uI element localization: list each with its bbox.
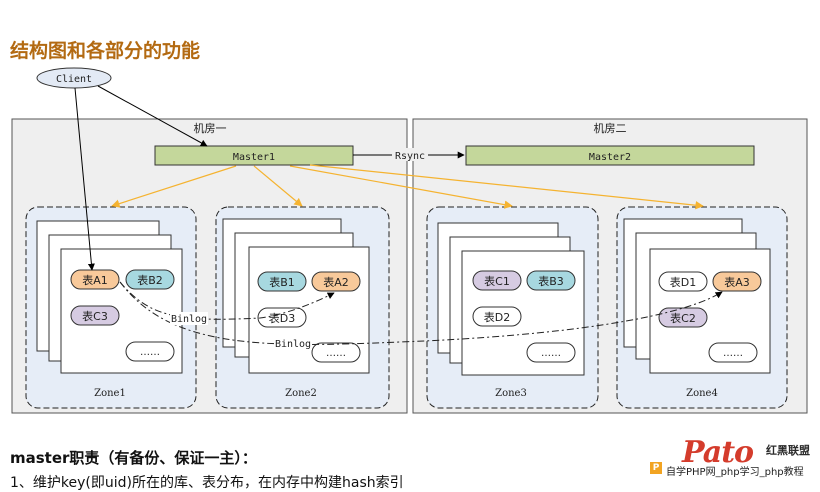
site-watermark: Pato 红黑联盟 P 自学PHP网_php学习_php教程	[650, 435, 820, 483]
table-label: 表D2	[484, 310, 510, 324]
binlog-curve-2	[119, 281, 723, 345]
distribution-arrow	[253, 165, 303, 207]
more-label: ……	[723, 348, 743, 359]
more-pill	[526, 342, 576, 363]
rsync-label: Rsync	[395, 151, 425, 162]
master-1-label: Master1	[233, 152, 275, 163]
table-pill	[526, 270, 576, 291]
table-pill	[658, 307, 708, 328]
more-pill	[708, 342, 758, 363]
master-2-box	[465, 145, 755, 166]
client-to-master-arrow	[97, 85, 208, 147]
client-label: Client	[56, 74, 92, 85]
architecture-diagram: 机房一 机房二 Master1 Master2 Rsync Zone1 Zone…	[11, 67, 808, 414]
table-label: 表C3	[82, 309, 108, 323]
zone-1-label: Zone1	[94, 388, 126, 399]
table-label: 表A3	[724, 275, 750, 289]
section-heading: master职责（有备份、保证一主）：	[10, 449, 257, 467]
table-label: 表D3	[269, 311, 295, 325]
binlog-label-bg	[170, 312, 208, 325]
table-pill	[125, 269, 175, 290]
table-label: 表B2	[137, 273, 163, 287]
table-pill	[311, 271, 361, 292]
table-pill	[257, 307, 307, 328]
distribution-arrow	[111, 165, 237, 208]
room-2-label: 机房二	[594, 121, 627, 135]
distribution-arrow	[289, 165, 513, 209]
table-label: 表D1	[670, 275, 696, 289]
watermark-tagline: 自学PHP网_php学习_php教程	[666, 463, 804, 478]
table-pill	[70, 305, 120, 326]
table-pill	[257, 271, 307, 292]
more-label: ……	[326, 348, 346, 359]
table-label: 表B3	[538, 274, 564, 288]
page-title: 结构图和各部分的功能	[10, 40, 201, 62]
table-pill	[712, 271, 762, 292]
room-1-label: 机房一	[194, 121, 227, 135]
more-pill	[125, 341, 175, 362]
table-label: 表A2	[323, 275, 349, 289]
table-pill	[472, 270, 522, 291]
more-pill	[311, 342, 361, 363]
zone-3-label: Zone3	[495, 388, 527, 399]
more-label: ……	[140, 347, 160, 358]
table-label: 表A1	[82, 273, 108, 287]
binlog-label-1: Binlog	[171, 314, 207, 325]
master-2-label: Master2	[589, 152, 631, 163]
table-pill	[472, 306, 522, 327]
php-icon: P	[650, 462, 662, 474]
client-to-table-arrow	[74, 87, 95, 271]
more-label: ……	[541, 348, 561, 359]
binlog-curve-1	[119, 281, 335, 320]
distribution-arrow	[309, 164, 704, 210]
table-label: 表B1	[269, 275, 295, 289]
zone-2-label: Zone2	[285, 388, 317, 399]
table-pill	[70, 269, 120, 290]
client-node	[36, 67, 112, 89]
table-pill	[658, 271, 708, 292]
rsync-label-bg	[392, 148, 428, 161]
zone-4-label: Zone4	[686, 388, 718, 399]
binlog-label-2: Binlog	[275, 339, 311, 350]
watermark-brand: 红黑联盟	[766, 444, 810, 457]
section-line: 1、维护key(即uid)所在的库、表分布，在内存中构建hash索引	[10, 475, 404, 491]
binlog-label-bg	[274, 337, 312, 350]
table-label: 表C2	[670, 311, 696, 325]
table-label: 表C1	[484, 274, 510, 288]
